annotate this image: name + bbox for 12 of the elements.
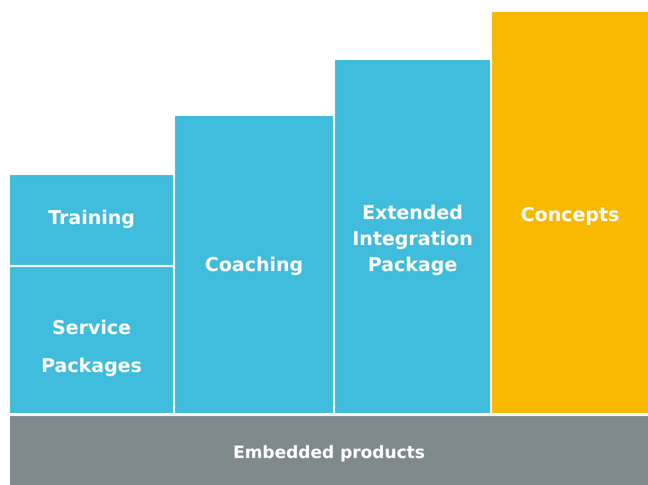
block-label: Training xyxy=(48,206,135,231)
step-block xyxy=(10,175,173,265)
block-label: Service Packages xyxy=(40,316,143,379)
step-block xyxy=(10,267,173,413)
step-block xyxy=(335,60,490,413)
base-band xyxy=(10,416,648,485)
block-label: Extended Integration Package xyxy=(351,201,474,278)
block-label: Coaching xyxy=(204,253,304,278)
block-label: Embedded products xyxy=(233,442,425,465)
block-label: Concepts xyxy=(520,203,620,228)
step-block xyxy=(175,116,333,413)
step-block xyxy=(492,12,648,413)
